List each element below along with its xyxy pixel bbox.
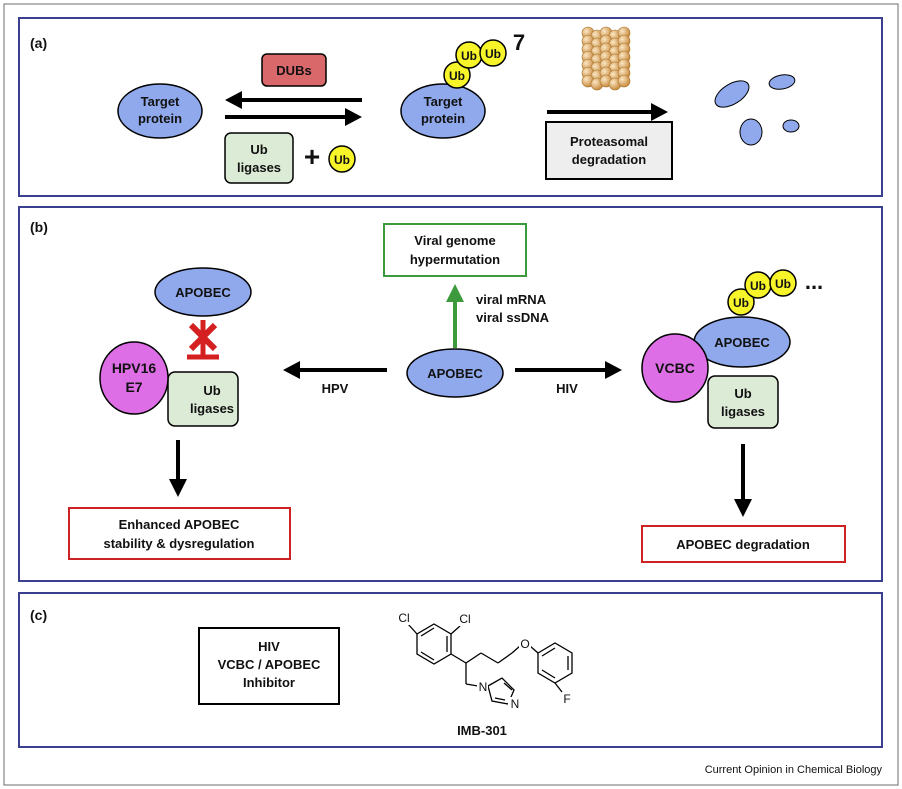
ub-ligases-right-line1: Ub <box>734 386 751 401</box>
ub-ligases-a-line2: ligases <box>237 160 281 175</box>
apobec-degradation-label: APOBEC degradation <box>676 537 810 552</box>
journal-footer: Current Opinion in Chemical Biology <box>705 764 883 776</box>
structure-atom-labels: Cl Cl O F N N <box>396 611 571 711</box>
atom-cl-1: Cl <box>398 611 409 625</box>
ub-chain-1-label: Ub <box>449 69 465 83</box>
apobec-center-label: APOBEC <box>427 366 483 381</box>
enhanced-line1: Enhanced APOBEC <box>119 517 240 532</box>
panel-a-border <box>18 17 883 197</box>
imb-301-structure <box>407 623 573 705</box>
dubs-box <box>261 53 327 87</box>
enhanced-stability-box <box>68 507 291 560</box>
hiv-arrow-label: HIV <box>556 381 578 396</box>
inhibitor-line2: VCBC / APOBEC <box>218 657 321 672</box>
apobec-degradation-box <box>641 525 846 563</box>
hpv16-e7 <box>99 341 169 415</box>
panel-a-label: (a) <box>30 35 47 51</box>
proteasome-icon <box>581 26 631 91</box>
hpv16-line1: HPV16 <box>112 360 157 376</box>
apobec-left <box>154 267 252 317</box>
target-protein-right <box>400 83 486 139</box>
ub-chain-3 <box>479 39 507 67</box>
hpv16-line2: E7 <box>125 379 142 395</box>
panel-c-label: (c) <box>30 607 47 623</box>
ub-free-label: Ub <box>334 153 350 167</box>
panel-c: (c) HIV VCBC / APOBEC Inhibitor <box>18 592 883 748</box>
viral-mrna-label: viral mRNA <box>476 292 547 307</box>
viral-genome-line1: Viral genome <box>414 233 495 248</box>
target-protein-left-line2: protein <box>138 111 182 126</box>
ub-ligases-left-line1: Ub <box>203 383 220 398</box>
viral-genome-line2: hypermutation <box>410 252 500 267</box>
apobec-center <box>406 348 504 398</box>
ub-free <box>328 145 356 173</box>
ub-ligases-left-line2: ligases <box>190 401 234 416</box>
right-down-arrow <box>734 444 752 517</box>
panel-b-label: (b) <box>30 219 48 235</box>
atom-f: F <box>563 692 570 706</box>
vcbc-label: VCBC <box>655 360 695 376</box>
enhanced-line2: stability & dysregulation <box>104 536 255 551</box>
equilibrium-arrows <box>225 91 362 126</box>
apobec-left-label: APOBEC <box>175 285 231 300</box>
ub-chain-2-label: Ub <box>461 49 477 63</box>
panel-c-border <box>18 592 883 748</box>
target-protein-left <box>117 83 203 139</box>
proteasome-subunit <box>617 74 631 88</box>
apobec-right-label: APOBEC <box>714 335 770 350</box>
vcbc <box>641 333 709 403</box>
green-up-arrow <box>446 284 464 348</box>
atom-n-2: N <box>511 697 520 711</box>
ub-ligases-box-left <box>167 371 239 427</box>
proteasomal-line2: degradation <box>572 152 646 167</box>
compound-name: IMB-301 <box>457 723 507 738</box>
ub-ligases-a-line1: Ub <box>250 142 267 157</box>
ub-b-1-label: Ub <box>733 296 749 310</box>
proteasomal-line1: Proteasomal <box>570 134 648 149</box>
atom-n-1: N <box>479 680 488 694</box>
inhibitor-box <box>198 627 340 705</box>
ub-b-1 <box>727 288 755 316</box>
left-down-arrow <box>169 440 187 497</box>
peptide-fragments <box>714 74 800 146</box>
viral-genome-box <box>383 223 527 277</box>
atom-o: O <box>520 637 529 651</box>
viral-ssdna-label: viral ssDNA <box>476 310 550 325</box>
plus-sign: + <box>304 141 320 172</box>
ub-ellipsis: ... <box>805 269 823 294</box>
panel-a: (a) Target protein DUBs Ub ligases + Ub … <box>18 17 883 197</box>
inhibitor-line1: HIV <box>258 639 280 654</box>
target-protein-right-line2: protein <box>421 111 465 126</box>
ub-ligases-box-a <box>224 132 294 184</box>
degradation-arrow-a <box>547 103 668 121</box>
panel-b-border <box>18 206 883 582</box>
ub-chain-count: 7 <box>513 30 525 55</box>
atom-cl-2: Cl <box>459 612 470 626</box>
ub-chain-1 <box>443 61 471 89</box>
panel-b: (b) Viral genome hypermutation viral mRN… <box>18 206 883 582</box>
target-protein-left-line1: Target <box>141 94 180 109</box>
ub-ligases-right-line2: ligases <box>721 404 765 419</box>
ub-ligases-box-right <box>707 375 779 429</box>
hpv-arrow <box>283 361 387 379</box>
hpv-arrow-label: HPV <box>322 381 349 396</box>
ub-b-3-label: Ub <box>775 277 791 291</box>
target-protein-right-line1: Target <box>424 94 463 109</box>
outer-frame <box>3 3 899 786</box>
inhibitor-line3: Inhibitor <box>243 675 295 690</box>
proteasomal-degradation-box <box>545 121 673 180</box>
ub-chain-3-label: Ub <box>485 47 501 61</box>
dubs-label: DUBs <box>276 63 311 78</box>
hiv-arrow <box>515 361 622 379</box>
ub-b-3 <box>769 269 797 297</box>
inhibition-cross-icon <box>187 320 219 360</box>
ub-b-2-label: Ub <box>750 279 766 293</box>
